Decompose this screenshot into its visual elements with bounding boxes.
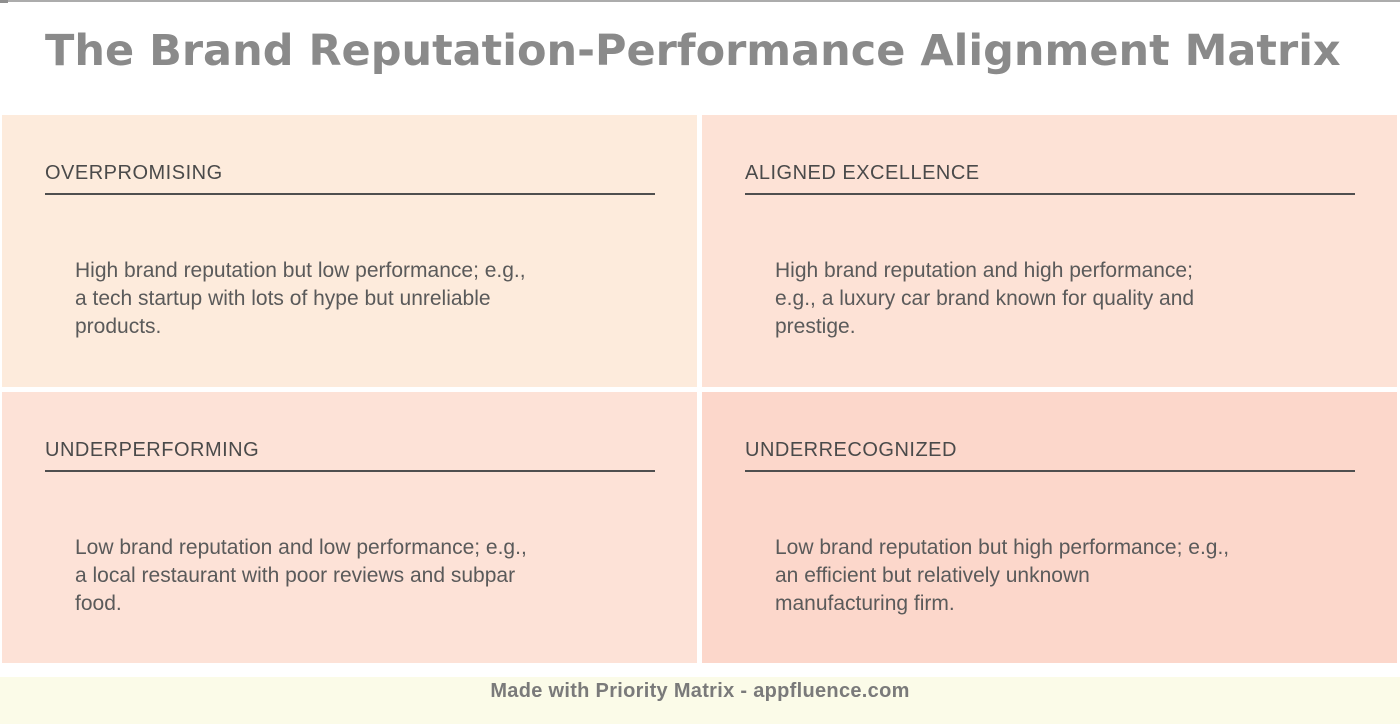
quadrant-underperforming-title: UNDERPERFORMING [45,438,655,472]
footer-credit-text: Made with Priority Matrix - appfluence.c… [490,680,910,702]
quadrant-underperforming: UNDERPERFORMING Low brand reputation and… [2,391,697,663]
window-corner-notch [0,0,8,3]
quadrant-aligned-excellence-description: High brand reputation and high performan… [775,259,1195,338]
quadrant-underrecognized-title: UNDERRECOGNIZED [745,438,1355,472]
quadrant-aligned-excellence-title: ALIGNED EXCELLENCE [745,161,1355,195]
quadrant-aligned-excellence: ALIGNED EXCELLENCE High brand reputation… [702,115,1397,387]
quadrant-overpromising: OVERPROMISING High brand reputation but … [2,115,697,387]
quadrant-underrecognized-description: Low brand reputation but high performanc… [775,535,1230,615]
quadrant-overpromising-title: OVERPROMISING [45,161,655,195]
quadrant-underrecognized: UNDERRECOGNIZED Low brand reputation but… [702,391,1397,663]
window-top-edge [0,0,1400,3]
footer-bar: Made with Priority Matrix - appfluence.c… [0,677,1400,724]
quadrant-grid: OVERPROMISING High brand reputation but … [2,115,1397,663]
quadrant-overpromising-description: High brand reputation but low performanc… [75,259,526,338]
page-title: The Brand Reputation-Performance Alignme… [45,26,1341,76]
quadrant-underperforming-description: Low brand reputation and low performance… [75,535,527,615]
